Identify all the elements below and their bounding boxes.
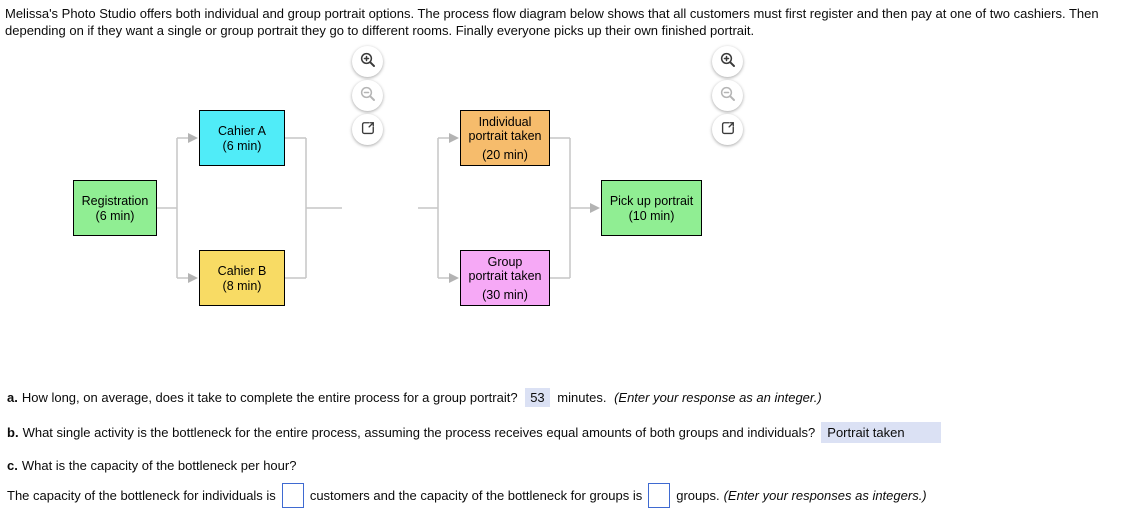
zoom-out-button[interactable] [352,80,383,111]
zoom-in-button[interactable] [712,46,743,77]
zoom-out-icon [719,85,737,106]
process-box-duration: (10 min) [628,208,675,223]
zoom-in-icon [359,51,377,72]
process-box-label: portrait taken [468,268,542,283]
capacity-units-text: groups. [676,488,720,503]
question-a-units: minutes. [557,390,607,405]
question-a-answer-field[interactable]: 53 [525,388,550,407]
process-box-label: Cahier B [217,263,267,278]
capacity-individuals-input[interactable] [281,483,304,508]
process-box-registration: Registration (6 min) [73,180,157,236]
question-b-answer-dropdown[interactable]: Portrait taken [821,422,942,443]
external-link-icon [719,119,737,140]
question-a-note: (Enter your response as an integer.) [614,390,822,405]
process-box-cashier-b: Cahier B (8 min) [199,250,285,306]
open-in-new-window-button[interactable] [712,114,743,145]
process-box-duration: (6 min) [95,208,135,223]
process-box-duration: (30 min) [482,287,528,302]
zoom-out-button[interactable] [712,80,743,111]
question-a-text: How long, on average, does it take to co… [21,390,518,405]
question-b-label: b. [7,425,19,440]
question-c: c.What is the capacity of the bottleneck… [7,458,1137,473]
process-box-cashier-a: Cahier A (6 min) [199,110,285,166]
diagram-controls-right [712,46,743,145]
capacity-groups-text: customers and the capacity of the bottle… [309,488,643,503]
zoom-in-button[interactable] [352,46,383,77]
process-box-label: portrait taken [468,128,542,143]
capacity-groups-input[interactable] [648,483,671,508]
process-box-label: Cahier A [218,123,266,138]
process-box-label: Registration [81,193,149,208]
process-box-duration: (20 min) [482,147,528,162]
process-box-label: Pick up portrait [609,193,694,208]
question-c-answer-line: The capacity of the bottleneck for indiv… [7,483,1137,508]
question-c-text: What is the capacity of the bottleneck p… [21,458,297,473]
process-box-pickup-portrait: Pick up portrait (10 min) [601,180,702,236]
capacity-individuals-text: The capacity of the bottleneck for indiv… [7,488,276,503]
question-a-label: a. [7,390,18,405]
process-box-label: Group [487,254,523,269]
process-box-individual-portrait: Individual portrait taken (20 min) [460,110,550,166]
process-box-group-portrait: Group portrait taken (30 min) [460,250,550,306]
question-a: a.How long, on average, does it take to … [7,388,1137,407]
process-box-duration: (8 min) [222,278,262,293]
question-c-label: c. [7,458,18,473]
question-b: b.What single activity is the bottleneck… [7,422,1137,443]
process-box-duration: (6 min) [222,138,262,153]
problem-statement-line2: depending on if they want a single or gr… [5,23,755,38]
zoom-out-icon [359,85,377,106]
process-box-label: Individual [478,114,532,129]
question-b-text: What single activity is the bottleneck f… [22,425,816,440]
open-in-new-window-button[interactable] [352,114,383,145]
diagram-controls-left [352,46,383,145]
problem-statement: Melissa's Photo Studio offers both indiv… [5,5,1141,39]
question-c-note: (Enter your responses as integers.) [723,488,927,503]
flow-connectors [157,133,600,283]
zoom-in-icon [719,51,737,72]
external-link-icon [359,119,377,140]
problem-statement-line1: Melissa's Photo Studio offers both indiv… [5,6,1099,21]
